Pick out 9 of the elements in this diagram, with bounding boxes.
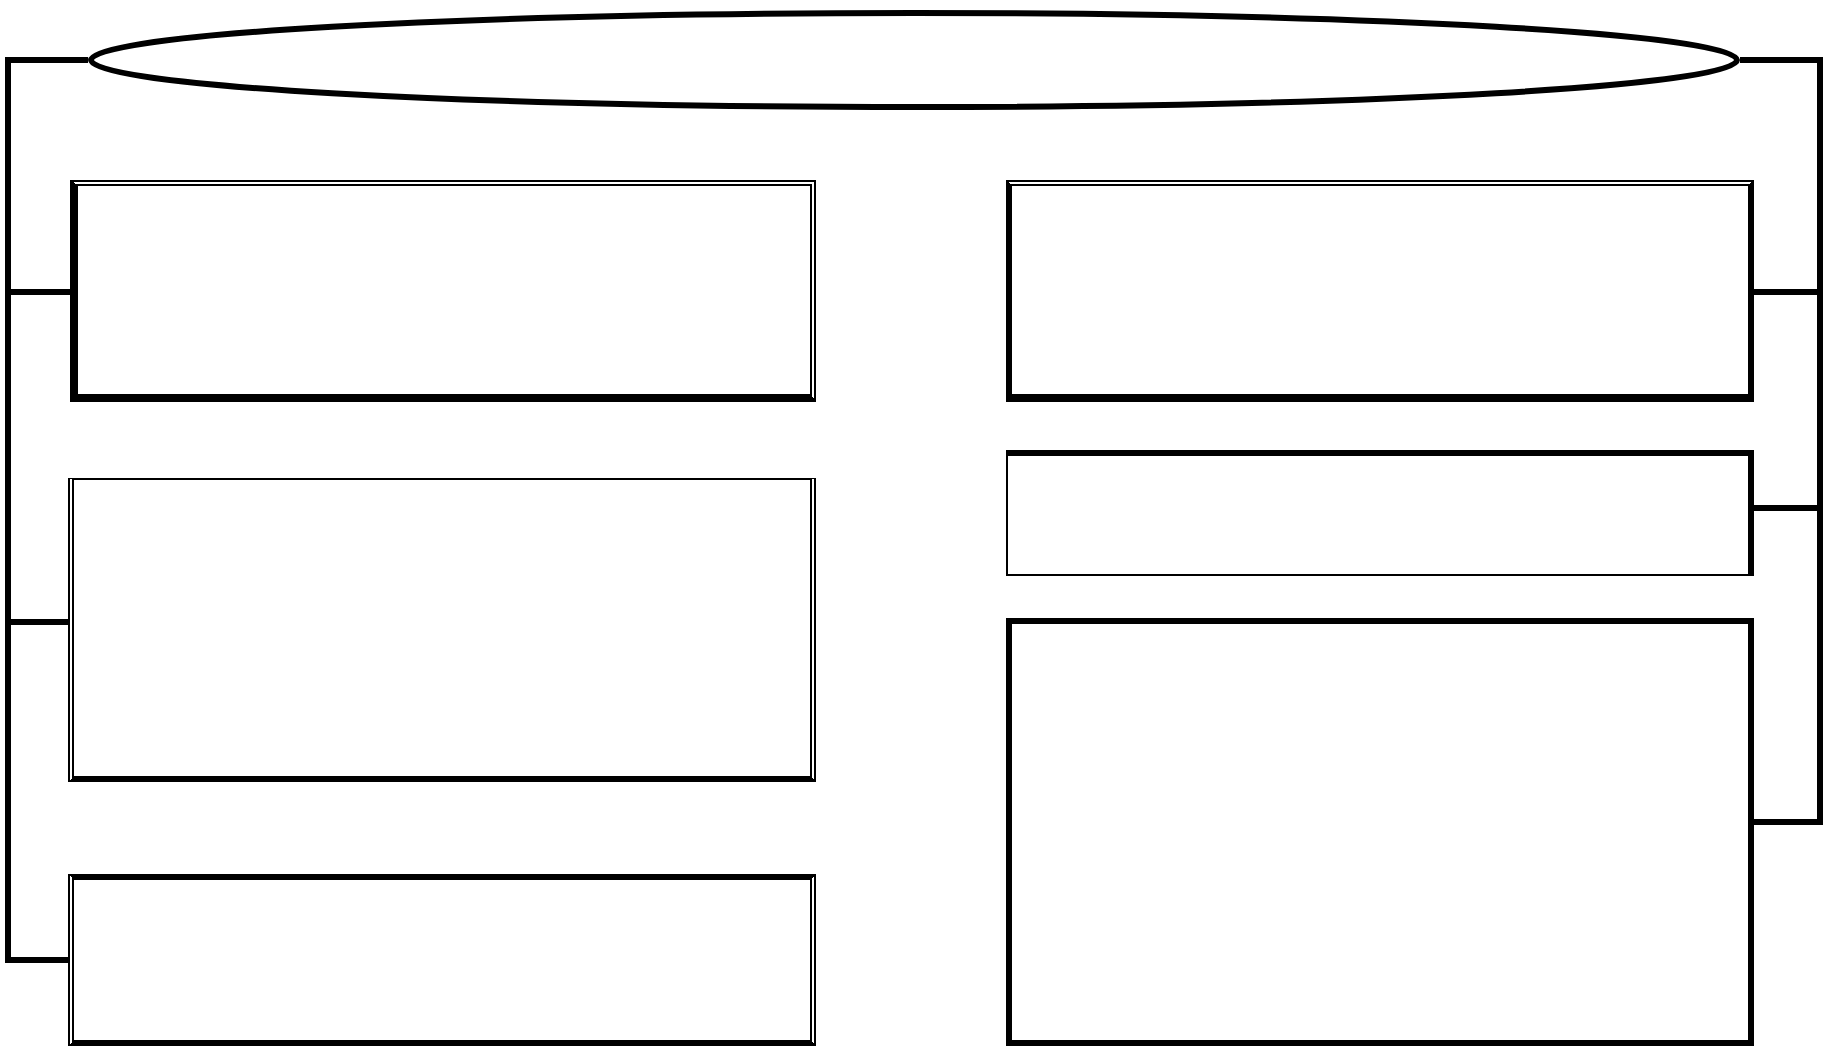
connector-line (5, 57, 88, 963)
empty-box (68, 874, 816, 1046)
connector-line (1740, 57, 1823, 825)
empty-box (1006, 450, 1754, 576)
empty-box (70, 180, 816, 402)
empty-box (1006, 618, 1754, 1046)
empty-box (1006, 180, 1754, 402)
empty-box (68, 478, 816, 782)
oval-shape (88, 10, 1740, 110)
